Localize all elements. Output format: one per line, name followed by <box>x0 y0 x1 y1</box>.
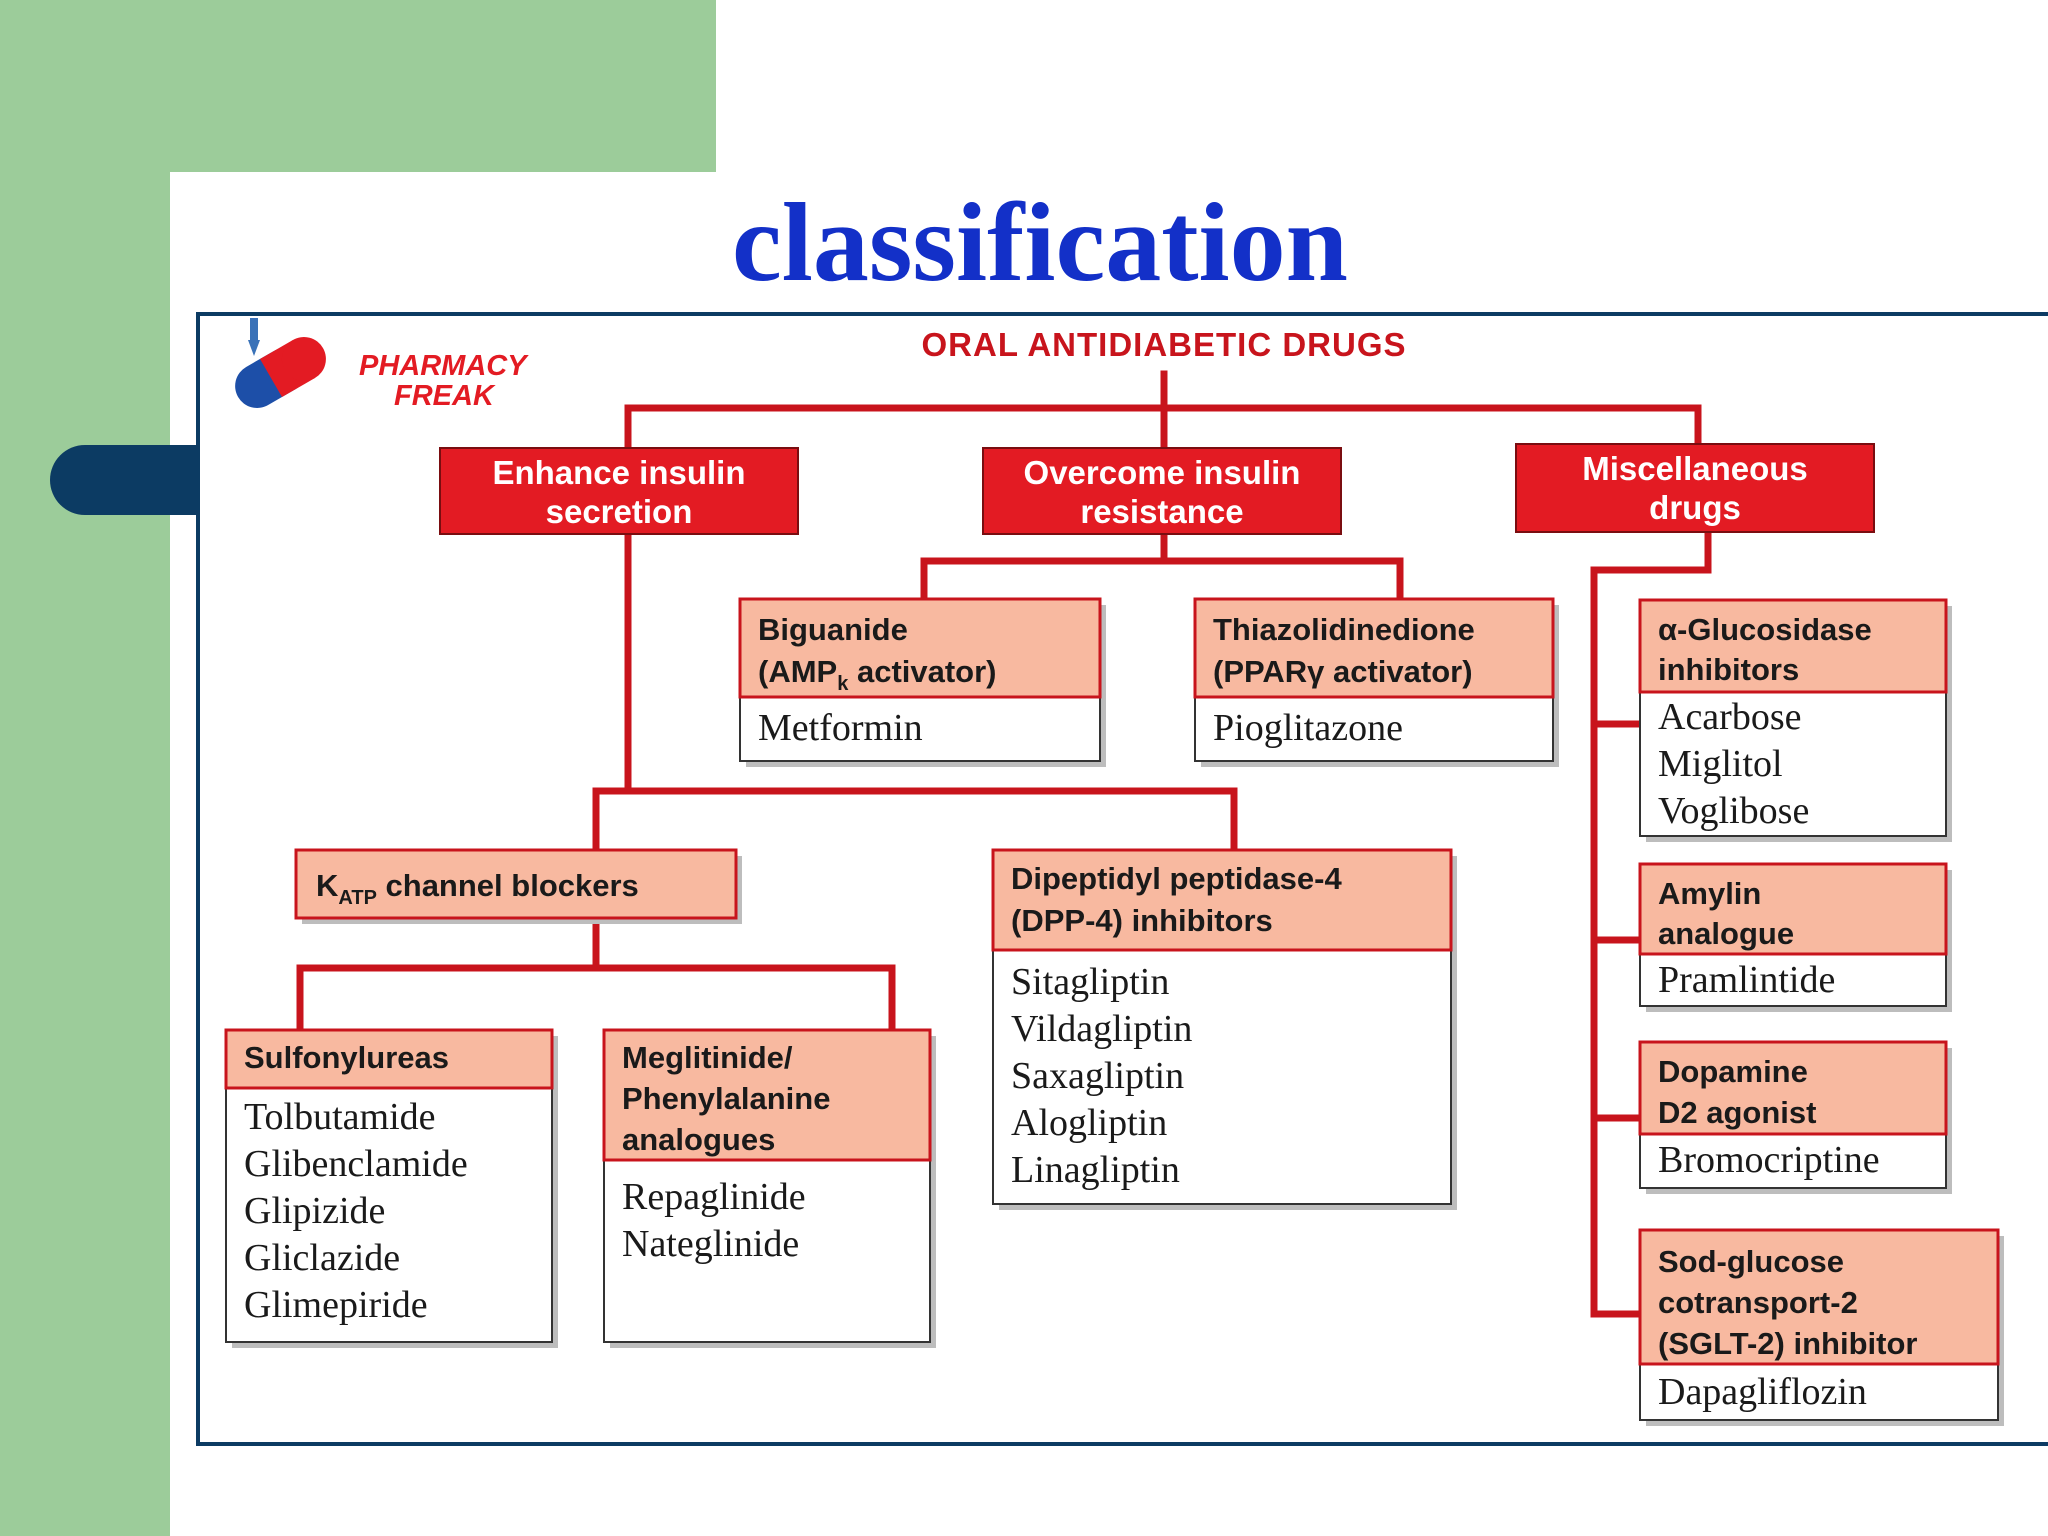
category-overcome-resistance: Overcome insulin resistance <box>982 447 1342 535</box>
group-dpp4-inhibitors: Dipeptidyl peptidase-4 (DPP-4) inhibitor… <box>991 848 1457 1210</box>
subgroup-label-line2: (DPP-4) inhibitors <box>1011 903 1273 938</box>
drug-item: Vildagliptin <box>1011 1008 1192 1050</box>
subgroup-label-line1: Amylin <box>1658 876 1761 911</box>
group-dopamine-agonist: Dopamine D2 agonist Bromocriptine <box>1638 1040 1952 1194</box>
group-thiazolidinedione: Thiazolidinedione (PPARγ activator) Piog… <box>1193 597 1559 767</box>
subgroup-label-line3: (SGLT-2) inhibitor <box>1658 1326 1917 1361</box>
connector-lines <box>296 370 1712 1318</box>
subgroup-label-line1: Dopamine <box>1658 1054 1808 1089</box>
subgroup-label-line2: (PPARγ activator) <box>1213 654 1473 689</box>
subgroup-label-line2: inhibitors <box>1658 652 1799 687</box>
subgroup-label-line2: D2 agonist <box>1658 1095 1816 1130</box>
drug-item: Dapagliflozin <box>1658 1371 1867 1413</box>
group-meglitinide: Meglitinide/ Phenylalanine analogues Rep… <box>602 1028 936 1348</box>
drug-item: Miglitol <box>1658 743 1783 785</box>
group-sulfonylureas: Sulfonylureas Tolbutamide Glibenclamide … <box>224 1028 558 1348</box>
logo-text-line2: FREAK <box>394 380 496 412</box>
subgroup-label-line2: Phenylalanine <box>622 1081 830 1116</box>
dropper-icon <box>248 318 260 356</box>
group-amylin-analogue: Amylin analogue Pramlintide <box>1638 862 1952 1012</box>
subgroup-label-line2: (AMPk activator) <box>758 654 997 695</box>
slide-title: classification <box>732 181 1348 305</box>
subgroup-label-line3: analogues <box>622 1122 775 1157</box>
group-biguanide: Biguanide (AMPk activator) Metformin <box>738 597 1106 767</box>
drug-item: Sitagliptin <box>1011 961 1169 1003</box>
drug-item: Voglibose <box>1658 790 1809 832</box>
category-label-line2: secretion <box>546 493 693 530</box>
subgroup-label-line2: analogue <box>1658 916 1794 951</box>
subgroup-label-line1: α-Glucosidase <box>1658 612 1872 647</box>
katp-label: KATP channel blockers <box>316 868 639 909</box>
category-enhance-secretion: Enhance insulin secretion <box>439 447 799 535</box>
group-alpha-glucosidase: α-Glucosidase inhibitors Acarbose Miglit… <box>1638 598 1952 842</box>
subgroup-label-line1: Meglitinide/ <box>622 1040 793 1075</box>
drug-item: Glipizide <box>244 1190 385 1232</box>
drug-item: Repaglinide <box>622 1176 806 1218</box>
category-label-line1: Enhance insulin <box>492 454 745 491</box>
subgroup-label-line1: Sod-glucose <box>1658 1244 1844 1279</box>
category-label-line2: resistance <box>1080 493 1243 530</box>
drug-item: Bromocriptine <box>1658 1139 1880 1181</box>
subgroup-label-line1: Biguanide <box>758 612 908 647</box>
subgroup-label-line2: cotransport-2 <box>1658 1285 1858 1320</box>
group-sglt2-inhibitor: Sod-glucose cotransport-2 (SGLT-2) inhib… <box>1638 1228 2004 1426</box>
drug-item: Tolbutamide <box>244 1096 436 1138</box>
drug-item: Glimepiride <box>244 1284 428 1326</box>
left-green-band <box>0 0 170 1536</box>
category-label-line1: Overcome insulin <box>1024 454 1301 491</box>
drug-item: Glibenclamide <box>244 1143 468 1185</box>
drug-item: Pramlintide <box>1658 959 1835 1001</box>
pharmacy-freak-logo: PHARMACY FREAK <box>235 318 529 412</box>
drug-item: Metformin <box>758 707 923 749</box>
classification-diagram: PHARMACY FREAK ORAL ANTIDIABETIC DRUGS E… <box>196 312 2048 1446</box>
drug-item: Alogliptin <box>1011 1102 1167 1144</box>
drug-item: Acarbose <box>1658 696 1801 738</box>
subgroup-label: Sulfonylureas <box>244 1040 449 1075</box>
drug-item: Saxagliptin <box>1011 1055 1184 1097</box>
capsule-icon <box>235 337 326 408</box>
logo-text-line1: PHARMACY <box>359 350 529 382</box>
drug-item: Nateglinide <box>622 1223 799 1265</box>
drug-item: Gliclazide <box>244 1237 400 1279</box>
subgroup-label-line1: Thiazolidinedione <box>1213 612 1475 647</box>
top-green-band <box>0 0 716 172</box>
category-label-line2: drugs <box>1649 489 1741 526</box>
drug-item: Linagliptin <box>1011 1149 1180 1191</box>
group-katp-channel-blockers: KATP channel blockers <box>294 848 742 924</box>
drug-item: Pioglitazone <box>1213 707 1403 749</box>
root-title: ORAL ANTIDIABETIC DRUGS <box>922 326 1407 363</box>
subgroup-label-line1: Dipeptidyl peptidase-4 <box>1011 861 1342 896</box>
category-label-line1: Miscellaneous <box>1582 450 1808 487</box>
navy-tab-decoration <box>50 445 220 515</box>
category-miscellaneous: Miscellaneous drugs <box>1515 443 1875 533</box>
